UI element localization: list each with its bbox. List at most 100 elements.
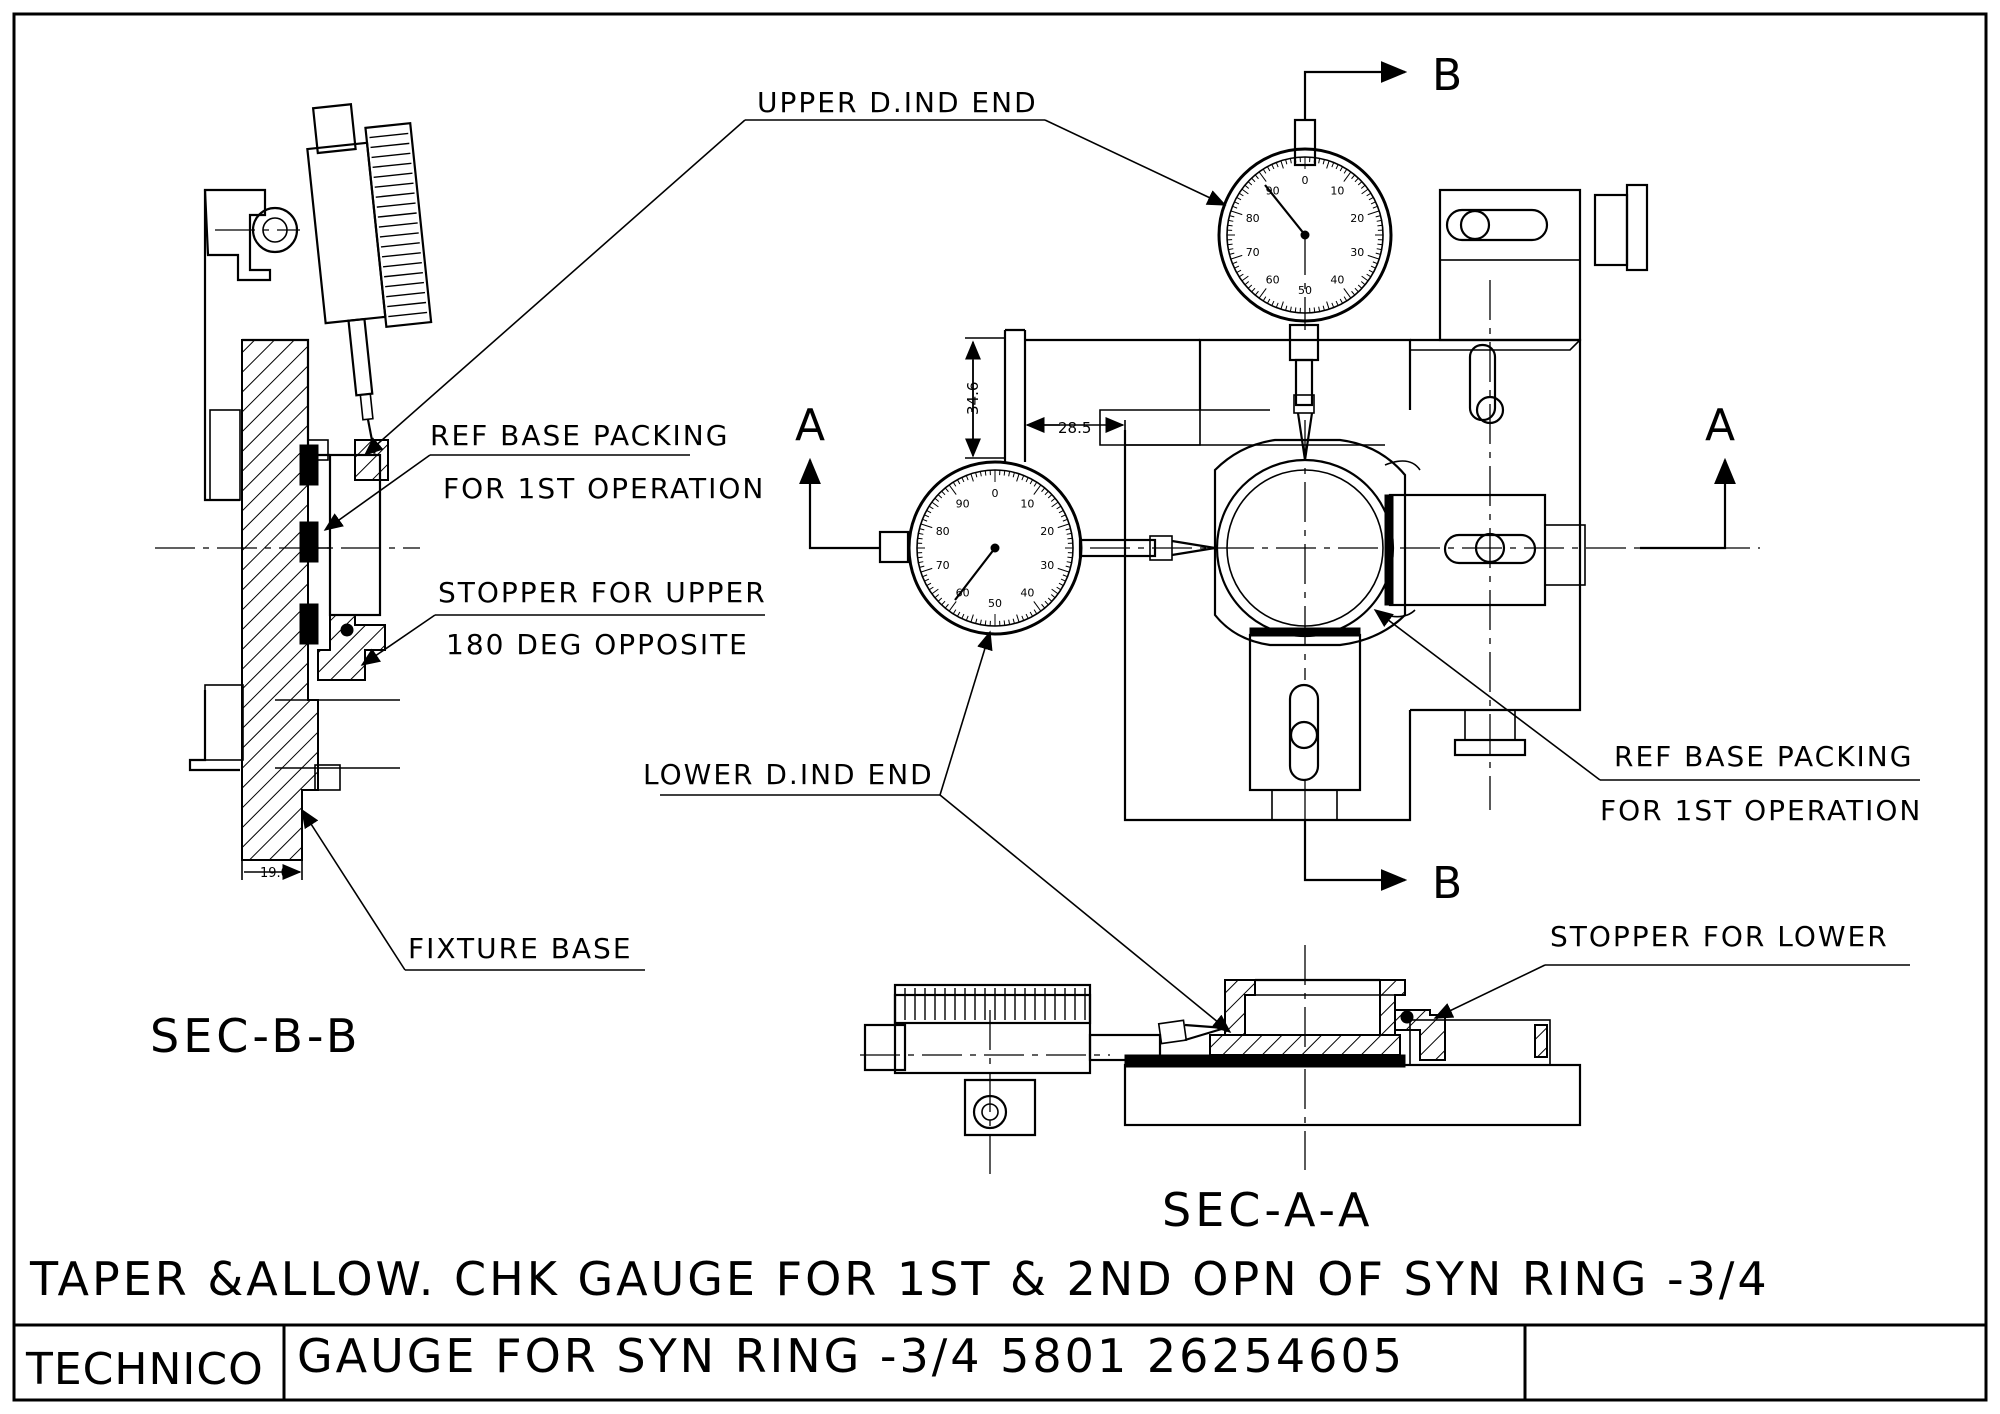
dial-numeral: 10 [1330, 185, 1344, 198]
dial-tick [917, 556, 923, 559]
dial-tick [1047, 494, 1053, 499]
dial-tick [1339, 166, 1344, 172]
dial-tick [1254, 174, 1259, 180]
dial-tick [1003, 620, 1006, 626]
dial-tick [931, 501, 939, 508]
dial-tick [1354, 287, 1359, 293]
dial-tick [1343, 288, 1352, 299]
dial-tick [1351, 290, 1356, 296]
dial-tick [1313, 307, 1316, 313]
dial-numeral: 20 [1350, 212, 1364, 225]
dial-tick [1012, 618, 1015, 624]
dial-tick [1229, 215, 1235, 218]
dial-tick [1062, 518, 1068, 522]
dial-tick [1066, 532, 1072, 535]
label-ref-base-packing-right-2: FOR 1ST OPERATION [1600, 794, 1922, 827]
dial-tick [1065, 528, 1071, 531]
dial-tick [934, 497, 940, 502]
dial-tick [1266, 166, 1271, 172]
dial-tick [934, 594, 940, 599]
dial-tick [1280, 301, 1284, 310]
dial-tick [1262, 296, 1267, 302]
dial-numeral: 70 [1246, 246, 1260, 259]
dial-tick [975, 618, 978, 624]
drawing-frame [12, 12, 1988, 1402]
dial-tick [1241, 275, 1249, 282]
dial-tick [1322, 305, 1325, 311]
dial-tick [1060, 578, 1066, 582]
dial-tick [1067, 556, 1073, 559]
dial-tick [1050, 594, 1056, 599]
dial-numeral: 90 [956, 498, 970, 511]
dial-tick [1322, 159, 1325, 165]
dial-tick [952, 481, 957, 487]
section-arrows [799, 61, 1736, 891]
dial-tick [928, 505, 934, 510]
dial-tick [1238, 192, 1244, 197]
dial-tick [965, 475, 969, 481]
dial-tick [1033, 481, 1038, 487]
dial-tick [1236, 196, 1242, 201]
dial-tick [1062, 574, 1068, 578]
dial-tick [952, 609, 957, 615]
dial-tick [1060, 514, 1066, 518]
dial-tick [961, 477, 965, 483]
section-mark-b-top: B [1432, 50, 1462, 101]
dial-tick [931, 588, 939, 595]
dial-tick [917, 537, 923, 540]
dial-tick [941, 600, 946, 606]
dial-tick [979, 619, 982, 625]
dial-tick [1050, 497, 1056, 502]
dial-tick [1331, 302, 1335, 308]
dial-tick [1029, 611, 1034, 617]
dial-tick [1368, 269, 1374, 274]
dial-tick [924, 578, 930, 582]
dial-tick [1326, 160, 1330, 169]
dial-numeral: 40 [1020, 586, 1034, 599]
dial-tick [961, 613, 965, 619]
dial-tick [1271, 164, 1275, 170]
dial-tick [1285, 305, 1288, 311]
dial-tick [1266, 298, 1271, 304]
dial-tick [1232, 205, 1238, 209]
dial-tick [1367, 210, 1380, 216]
dial-numeral: 30 [1040, 559, 1054, 572]
dial-tick [1376, 248, 1382, 251]
section-mark-a-left: A [795, 400, 825, 451]
dial-tick [918, 532, 924, 535]
main-title: TAPER &ALLOW. CHK GAUGE FOR 1ST & 2ND OP… [29, 1252, 1770, 1306]
dial-tick [922, 518, 928, 522]
dial-tick [1228, 219, 1234, 222]
dial-tick [1016, 473, 1020, 482]
dial-tick [1241, 188, 1249, 195]
dial-tick [970, 614, 974, 623]
dial-numeral: 50 [1298, 284, 1312, 297]
dial-tick [984, 620, 987, 626]
dial-tick [1367, 254, 1380, 260]
dial-tick [1366, 192, 1372, 197]
dial-tick [1238, 273, 1244, 278]
leader-lines [301, 119, 1920, 1034]
dial-tick [1067, 537, 1073, 540]
dial-numeral: 80 [936, 525, 950, 538]
dial-tick [965, 615, 969, 621]
dial-numeral: 70 [936, 559, 950, 572]
dial-tick [1289, 306, 1292, 312]
dial-tick [1232, 261, 1238, 265]
dial-numeral: 40 [1330, 273, 1344, 286]
company-name: TECHNICO [25, 1344, 264, 1395]
dial-tick [1228, 248, 1234, 251]
label-upper-dind-end: UPPER D.IND END [757, 86, 1038, 119]
dial-tick [1331, 162, 1335, 168]
dial-tick [1008, 471, 1011, 477]
dial-tick [1370, 201, 1376, 205]
section-title-a-a: SEC-A-A [1162, 1183, 1373, 1237]
dial-tick [941, 490, 946, 496]
dial-tick [1372, 205, 1378, 209]
dial-tick [920, 567, 933, 573]
dial-tick [1343, 296, 1348, 302]
dial-tick [1343, 171, 1352, 182]
dial-tick [1025, 613, 1029, 619]
